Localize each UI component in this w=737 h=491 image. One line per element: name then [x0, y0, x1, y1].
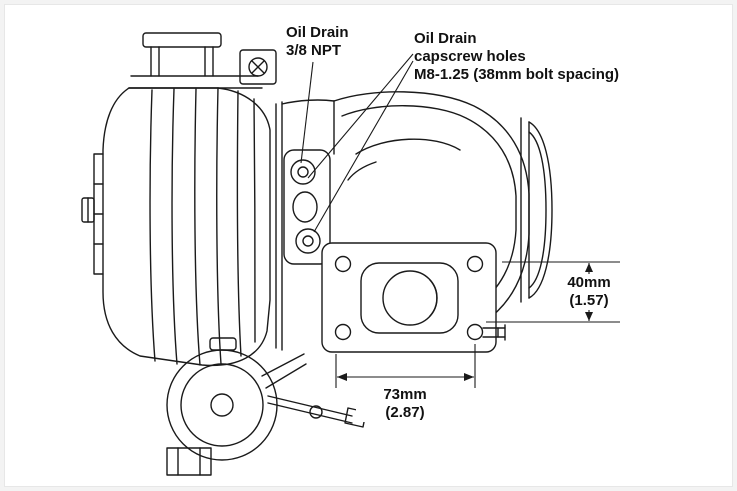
- oil-drain-npt-label: Oil Drain 3/8 NPT: [286, 24, 349, 60]
- capscrew-holes-label-line1: Oil Drain: [414, 30, 477, 47]
- dimension-40mm-label: 40mm (1.57): [554, 274, 624, 310]
- compressor-housing: [81, 87, 271, 367]
- dimension-73mm-label: 73mm (2.87): [356, 386, 454, 422]
- oil-drain-leader-line: [300, 61, 314, 164]
- leader-lines: [300, 53, 414, 233]
- capscrew-leader-line-upper: [307, 53, 414, 179]
- turbine-inlet-flange: [321, 242, 506, 353]
- dimension-73mm-inches: (2.87): [356, 404, 454, 422]
- turbine-housing: [333, 91, 530, 335]
- inlet-bracket: [239, 49, 277, 85]
- dimension-40mm-inches: (1.57): [554, 292, 624, 310]
- dim-73mm-lines: [335, 344, 476, 388]
- oil-drain-npt-label-line2: 3/8 NPT: [286, 42, 342, 59]
- turbine-outlet-flange: [520, 117, 553, 303]
- dimension-73mm-value: 73mm: [356, 386, 454, 404]
- capscrew-holes-label-line2: capscrew holes: [414, 48, 526, 65]
- capscrew-leader-line-lower: [313, 60, 414, 233]
- oil-drain-npt-label-line1: Oil Drain: [286, 24, 349, 41]
- dimension-40mm-value: 40mm: [554, 274, 624, 292]
- compressor-inlet: [128, 32, 263, 89]
- capscrew-holes-label-line3: M8-1.25 (38mm bolt spacing): [414, 66, 620, 83]
- oil-drain-flange: [283, 149, 331, 265]
- turbocharger-line-drawing: [81, 32, 620, 476]
- dim-40mm-lines: [486, 261, 620, 323]
- wastegate-actuator: [166, 337, 367, 476]
- capscrew-holes-label: Oil Drain capscrew holes M8-1.25 (38mm b…: [414, 30, 619, 84]
